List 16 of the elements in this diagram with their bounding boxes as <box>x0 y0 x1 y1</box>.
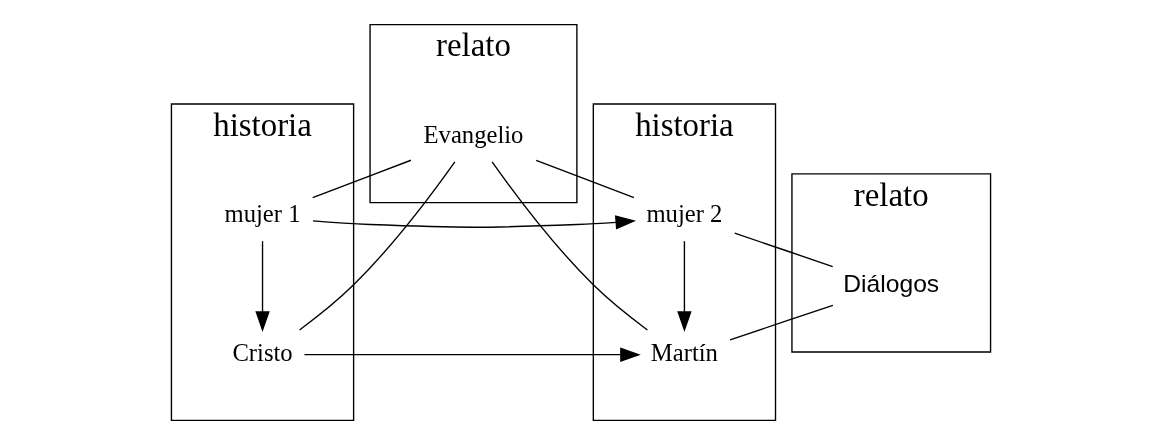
node-text: Martín <box>650 338 718 366</box>
node-text: Evangelio <box>423 120 523 148</box>
node-text: Cristo <box>231 338 293 366</box>
arrow <box>254 240 270 332</box>
connector <box>298 161 456 331</box>
connector <box>490 161 648 331</box>
connector <box>733 232 833 268</box>
connector <box>728 304 834 341</box>
node-text: mujer 1 <box>224 200 301 228</box>
arrow <box>311 215 636 230</box>
node-text: mujer 2 <box>645 200 722 228</box>
arrow <box>676 240 692 332</box>
arrow <box>303 347 641 362</box>
connector <box>311 159 412 199</box>
node-text: Diálogos <box>842 270 939 298</box>
connector <box>535 159 635 199</box>
